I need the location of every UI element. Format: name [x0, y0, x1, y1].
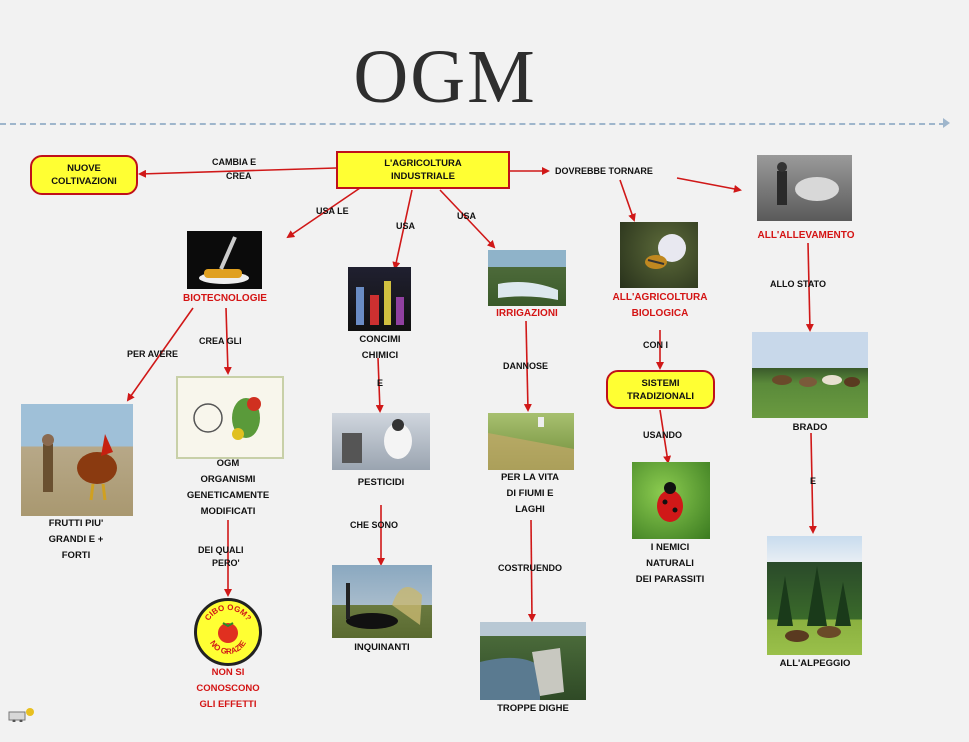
biotecnologie-node: BIOTECNOLOGIE — [183, 293, 267, 304]
arrow-to-concimi — [392, 189, 413, 270]
arrow-to-irrigazioni — [439, 189, 496, 249]
arrow-to-nuove — [138, 167, 337, 178]
label-cambia-e: CAMBIA E — [212, 157, 257, 167]
frutti-line2: GRANDI E + — [48, 534, 104, 545]
alpine-meadow-image — [767, 536, 862, 655]
sistemi-line1: SISTEMI — [641, 377, 680, 389]
arrow-brado-to-alpeggio — [808, 432, 817, 534]
irrigation-canal-image — [488, 250, 566, 306]
sistemi-tradizionali-box: SISTEMI TRADIZIONALI — [606, 370, 715, 409]
biologica-line2: BIOLOGICA — [631, 308, 689, 319]
nuove-line2: COLTIVAZIONI — [51, 176, 117, 187]
allevamento-node: ALL'ALLEVAMENTO — [757, 230, 855, 241]
vita-line2: DI FIUMI E — [506, 488, 554, 499]
label-pero: PERO' — [212, 558, 240, 568]
arrow-to-biologica — [619, 179, 636, 222]
label-usa-le: USA LE — [316, 206, 349, 216]
cibo-line1: NON SI — [211, 667, 245, 678]
label-e-2: E — [810, 476, 817, 486]
arrow-vita-to-dighe — [527, 519, 536, 622]
arrow-bio-to-frutti — [126, 307, 194, 402]
badge-top-text: CIBO OGM? — [203, 603, 253, 623]
arrow-to-biotecnologie — [286, 187, 361, 239]
chemistry-flasks-image — [348, 267, 411, 331]
central-box-line1: L'AGRICOLTURA — [384, 158, 462, 169]
label-e-1: E — [377, 378, 384, 388]
cibo-line2: CONOSCONO — [196, 683, 260, 694]
ogm-line3: GENETICAMENTE — [186, 490, 270, 501]
frutti-node: FRUTTI PIU' GRANDI E + FORTI — [20, 516, 132, 564]
label-dannose: DANNOSE — [503, 361, 549, 371]
label-che-sono: CHE SONO — [350, 520, 399, 530]
arrow-bio-to-ogm — [223, 307, 232, 375]
arrow-to-allevamento — [676, 177, 742, 193]
ogm-node: OGM ORGANISMI GENETICAMENTE MODIFICATI — [170, 456, 286, 520]
label-crea-gli: CREA GLI — [199, 336, 242, 346]
frutti-line1: FRUTTI PIU' — [48, 518, 104, 529]
label-usa-1: USA — [396, 221, 416, 231]
small-logo-icon — [8, 706, 36, 722]
label-dei-quali: DEI QUALI — [198, 545, 244, 555]
horses-pasture-image — [752, 332, 868, 418]
dighe-node: TROPPE DIGHE — [497, 703, 569, 714]
irrigazioni-node: IRRIGAZIONI — [496, 308, 558, 319]
label-crea: CREA — [226, 171, 252, 181]
arrow-alle-to-brado — [805, 242, 814, 332]
non-si-conoscono-node: NON SI CONOSCONO GLI EFFETTI — [170, 665, 286, 713]
divider-line — [0, 123, 945, 125]
ogm-line1: OGM — [216, 458, 240, 469]
ladybug-image — [632, 462, 710, 539]
alpeggio-node: ALL'ALPEGGIO — [779, 658, 851, 669]
brado-node: BRADO — [792, 422, 828, 433]
dam-image — [480, 622, 586, 700]
nuove-coltivazioni-box: NUOVE COLTIVAZIONI — [30, 155, 138, 195]
nemici-naturali-node: I NEMICI NATURALI DEI PARASSITI — [612, 540, 728, 588]
lab-scientist-image — [332, 413, 430, 470]
concimi-line1: CONCIMI — [359, 334, 401, 345]
drought-field-image — [488, 413, 574, 470]
ogm-line4: MODIFICATI — [200, 506, 256, 517]
label-per-avere: PER AVERE — [127, 349, 179, 359]
cibo-line3: GLI EFFETTI — [199, 699, 257, 710]
nemici-line3: DEI PARASSITI — [635, 574, 705, 585]
vita-line3: LAGHI — [515, 504, 545, 515]
bee-flower-image — [620, 222, 698, 288]
label-allo-stato: ALLO STATO — [770, 279, 826, 289]
badge-bottom-text: NO GRAZIE — [208, 638, 248, 656]
arrow-concimi-to-pesticidi — [375, 357, 384, 413]
biologica-line1: ALL'AGRICOLTURA — [612, 292, 708, 303]
label-costruendo: COSTRUENDO — [498, 563, 563, 573]
frutti-line3: FORTI — [61, 550, 91, 561]
vita-fiumi-node: PER LA VITA DI FIUMI E LAGHI — [478, 470, 582, 518]
pesticidi-node: PESTICIDI — [357, 477, 405, 488]
concimi-chimici-node: CONCIMI CHIMICI — [340, 332, 420, 364]
vita-line1: PER LA VITA — [500, 472, 560, 483]
nemici-line1: I NEMICI — [650, 542, 690, 553]
label-dovrebbe-tornare: DOVREBBE TORNARE — [555, 166, 653, 176]
pollution-spray-image — [332, 565, 432, 638]
central-box: L'AGRICOLTURA INDUSTRIALE — [336, 151, 510, 189]
central-box-line2: INDUSTRIALE — [391, 171, 455, 182]
sistemi-line2: TRADIZIONALI — [626, 390, 695, 402]
cibo-ogm-badge: CIBO OGM? NO GRAZIE — [194, 598, 262, 666]
agricoltura-biologica-node: ALL'AGRICOLTURA BIOLOGICA — [600, 290, 720, 322]
nemici-line2: NATURALI — [646, 558, 694, 569]
label-usa-2: USA — [457, 211, 477, 221]
syringe-corn-image — [187, 231, 262, 289]
nuove-line1: NUOVE — [67, 163, 101, 174]
farmer-sheep-image — [757, 155, 852, 221]
divider-arrow-icon — [943, 118, 950, 128]
arrow-irr-to-vita — [523, 320, 532, 412]
concimi-line2: CHIMICI — [361, 350, 399, 361]
page-title: OGM — [353, 35, 537, 119]
arrow-sistemi-to-nemici — [659, 409, 672, 464]
inquinanti-node: INQUINANTI — [354, 642, 410, 653]
label-con-i: CON I — [643, 340, 669, 350]
ogm-line2: ORGANISMI — [200, 474, 256, 485]
label-usando: USANDO — [643, 430, 683, 440]
farmer-rooster-image — [21, 404, 133, 516]
cartoon-ogm-image — [176, 376, 284, 459]
